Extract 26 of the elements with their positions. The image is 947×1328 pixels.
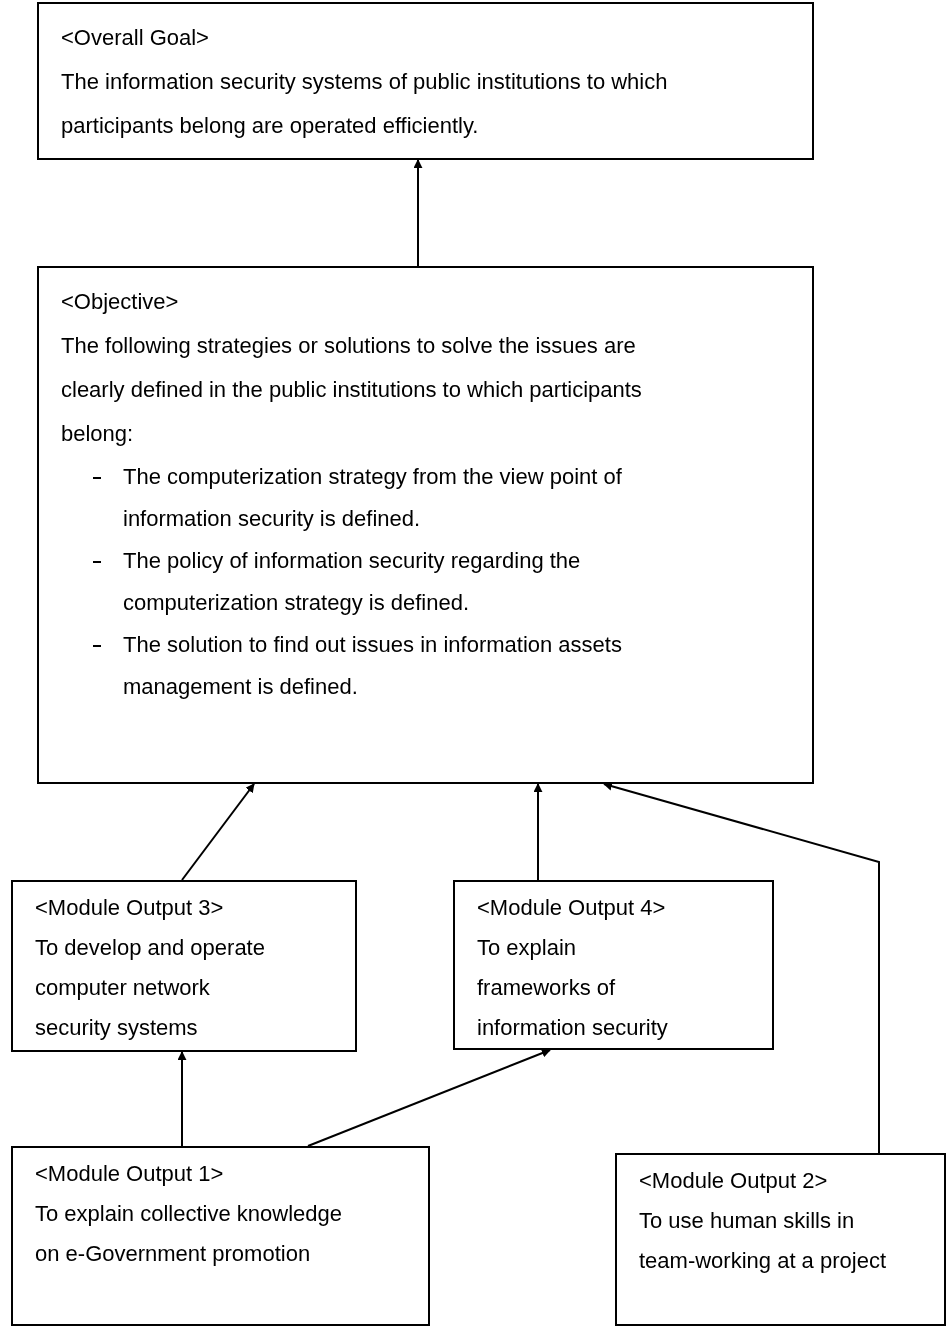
box-text: The information security systems of public institutions to which participants belong are operated efficiently. [61,68,669,140]
arrow [533,783,543,881]
box-heading: <Module Output 3> [35,894,225,922]
box-text: To develop and operate computer network security systems [35,934,266,1042]
text-box [615,1153,946,1326]
box-heading: <Overall Goal> [61,24,210,52]
box-heading: <Module Output 1> [35,1160,225,1188]
text-box [37,266,814,784]
bullet-text: The computerization strategy from the view point of information security is defined. [123,463,623,533]
arrow [307,1048,551,1147]
text-box [37,2,814,160]
bullet-text: The policy of information security regarding the computerization strategy is defined. [123,547,582,617]
box-text: To use human skills in team-working at a project [639,1207,887,1275]
box-text: To explain frameworks of information security [477,934,669,1042]
box-heading: <Objective> [61,288,180,316]
box-heading: <Module Output 2> [639,1167,829,1195]
bullet-text: The solution to find out issues in information assets management is defined. [123,631,623,701]
box-heading: <Module Output 4> [477,894,667,922]
text-box [11,1146,430,1326]
arrow [181,783,255,881]
box-text: The following strategies or solutions to solve the issues are clearly defined in the public institutions to which participants belong: [61,332,643,448]
arrow [177,1051,187,1147]
text-box [11,880,357,1052]
text-box [453,880,774,1050]
box-text: To explain collective knowledge on e-Government promotion [35,1200,343,1268]
arrow [413,159,423,267]
